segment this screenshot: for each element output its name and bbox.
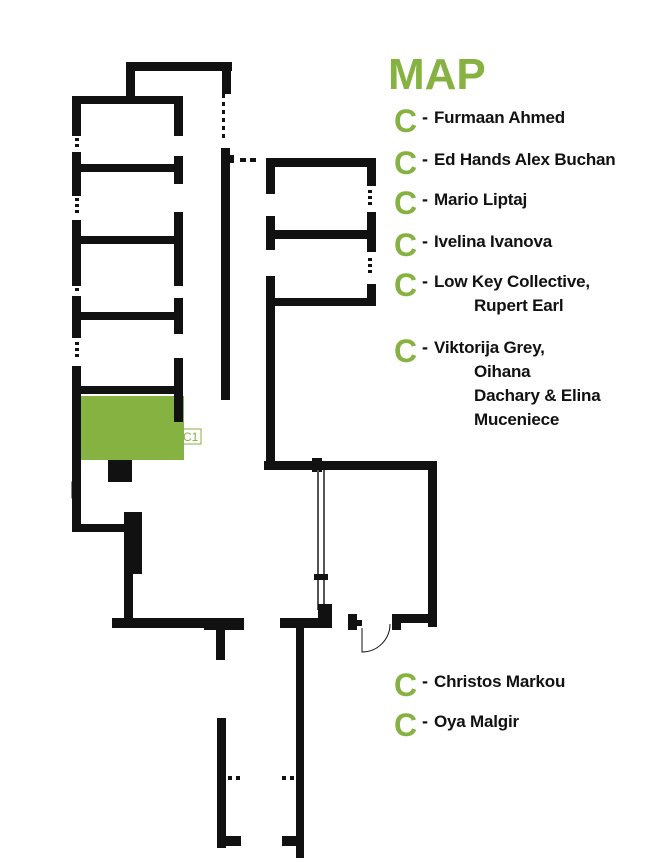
legend-dash: - — [422, 231, 428, 251]
legend-letter: C — [394, 667, 418, 703]
legend-letter: C — [394, 185, 418, 221]
map-title: MAP — [388, 50, 486, 99]
legend-name: Mario Liptaj — [434, 188, 527, 212]
legend-item: C-Christos Markou — [394, 667, 565, 703]
legend-name: Christos Markou — [434, 670, 565, 694]
legend-name-line: Rupert Earl — [474, 296, 564, 315]
legend-item: C-Ivelina Ivanova — [394, 227, 552, 263]
legend-name-line: Low Key Collective, — [434, 272, 590, 291]
legend-dash: - — [422, 711, 428, 731]
legend-letter: C — [394, 103, 418, 139]
legend-dash: - — [422, 671, 428, 691]
legend-letter: C — [394, 227, 418, 263]
legend-name-line: Oya Malgir — [434, 712, 519, 731]
legend-dash: - — [422, 189, 428, 209]
legend-dash: - — [422, 337, 428, 357]
stairs-icon — [71, 481, 81, 499]
room-c1-label-box — [181, 428, 202, 445]
legend-name-line: Viktorija Grey, — [434, 338, 545, 357]
legend-letter: C — [394, 333, 418, 369]
legend-item: C-Low Key Collective, Rupert Earl — [394, 267, 590, 318]
legend-item: C-Furmaan Ahmed — [394, 103, 565, 139]
walls — [72, 62, 437, 858]
legend-item: C-Ed Hands Alex Buchan — [394, 145, 616, 181]
legend-dash: - — [422, 107, 428, 127]
legend-item: C-Oya Malgir — [394, 707, 519, 743]
legend-name-line: Ivelina Ivanova — [434, 232, 552, 251]
room-c1-label: C1 — [183, 430, 199, 444]
legend-name-line: Oihana — [474, 362, 531, 381]
door-swing-icon — [361, 623, 391, 653]
legend-name-line: Furmaan Ahmed — [434, 108, 565, 127]
legend-dash: - — [422, 149, 428, 169]
room-c1-highlight[interactable] — [80, 396, 184, 460]
legend-name: Ivelina Ivanova — [434, 230, 552, 254]
legend-name: Ed Hands Alex Buchan — [434, 148, 616, 172]
legend-name-line: Dachary & Elina — [474, 386, 601, 405]
legend-name: Oya Malgir — [434, 710, 519, 734]
legend-name-line: Ed Hands Alex Buchan — [434, 150, 616, 169]
legend-name: Furmaan Ahmed — [434, 106, 565, 130]
legend-letter: C — [394, 145, 418, 181]
legend-name-line: Muceniece — [474, 410, 560, 429]
legend-name-line: Christos Markou — [434, 672, 566, 691]
legend-name-line: Mario Liptaj — [434, 190, 527, 209]
legend-name: Low Key Collective, Rupert Earl — [434, 270, 590, 318]
legend-item: C-Mario Liptaj — [394, 185, 527, 221]
legend-letter: C — [394, 267, 418, 303]
legend-letter: C — [394, 707, 418, 743]
legend-dash: - — [422, 271, 428, 291]
